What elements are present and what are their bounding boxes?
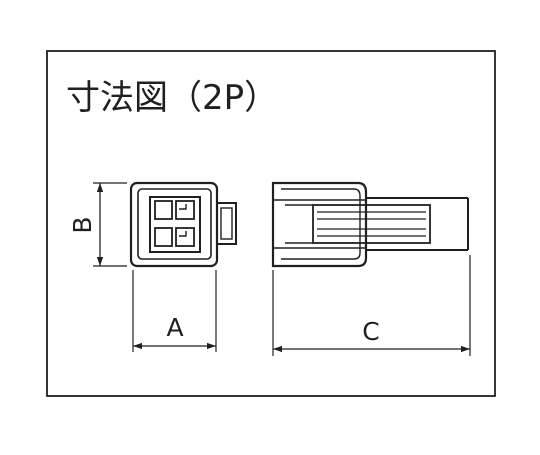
terminal-cavity-1 [154, 200, 195, 220]
drawing-title: 寸法図（2P） [66, 78, 278, 118]
dimension-b-label: B [68, 216, 97, 233]
connector-side-view [271, 181, 469, 268]
terminal-body [312, 204, 431, 244]
front-inner-wall [137, 188, 212, 260]
dimension-c-label: C [362, 317, 379, 346]
front-cavity-block [149, 196, 201, 253]
front-outer-shell [129, 181, 219, 268]
dimension-b: B [68, 182, 127, 267]
dimension-a-label: A [166, 313, 183, 342]
side-housing-inner [281, 188, 361, 260]
drawing-frame [46, 50, 496, 397]
terminal-grooves [317, 211, 426, 237]
dimension-a: A [132, 270, 217, 352]
front-lock-tab-inner [220, 207, 233, 240]
side-housing [271, 181, 368, 268]
connector-front-view [129, 181, 237, 268]
terminal-cavity-2 [154, 227, 195, 247]
dimension-c: C [272, 255, 471, 356]
front-lock-tab [217, 202, 237, 245]
